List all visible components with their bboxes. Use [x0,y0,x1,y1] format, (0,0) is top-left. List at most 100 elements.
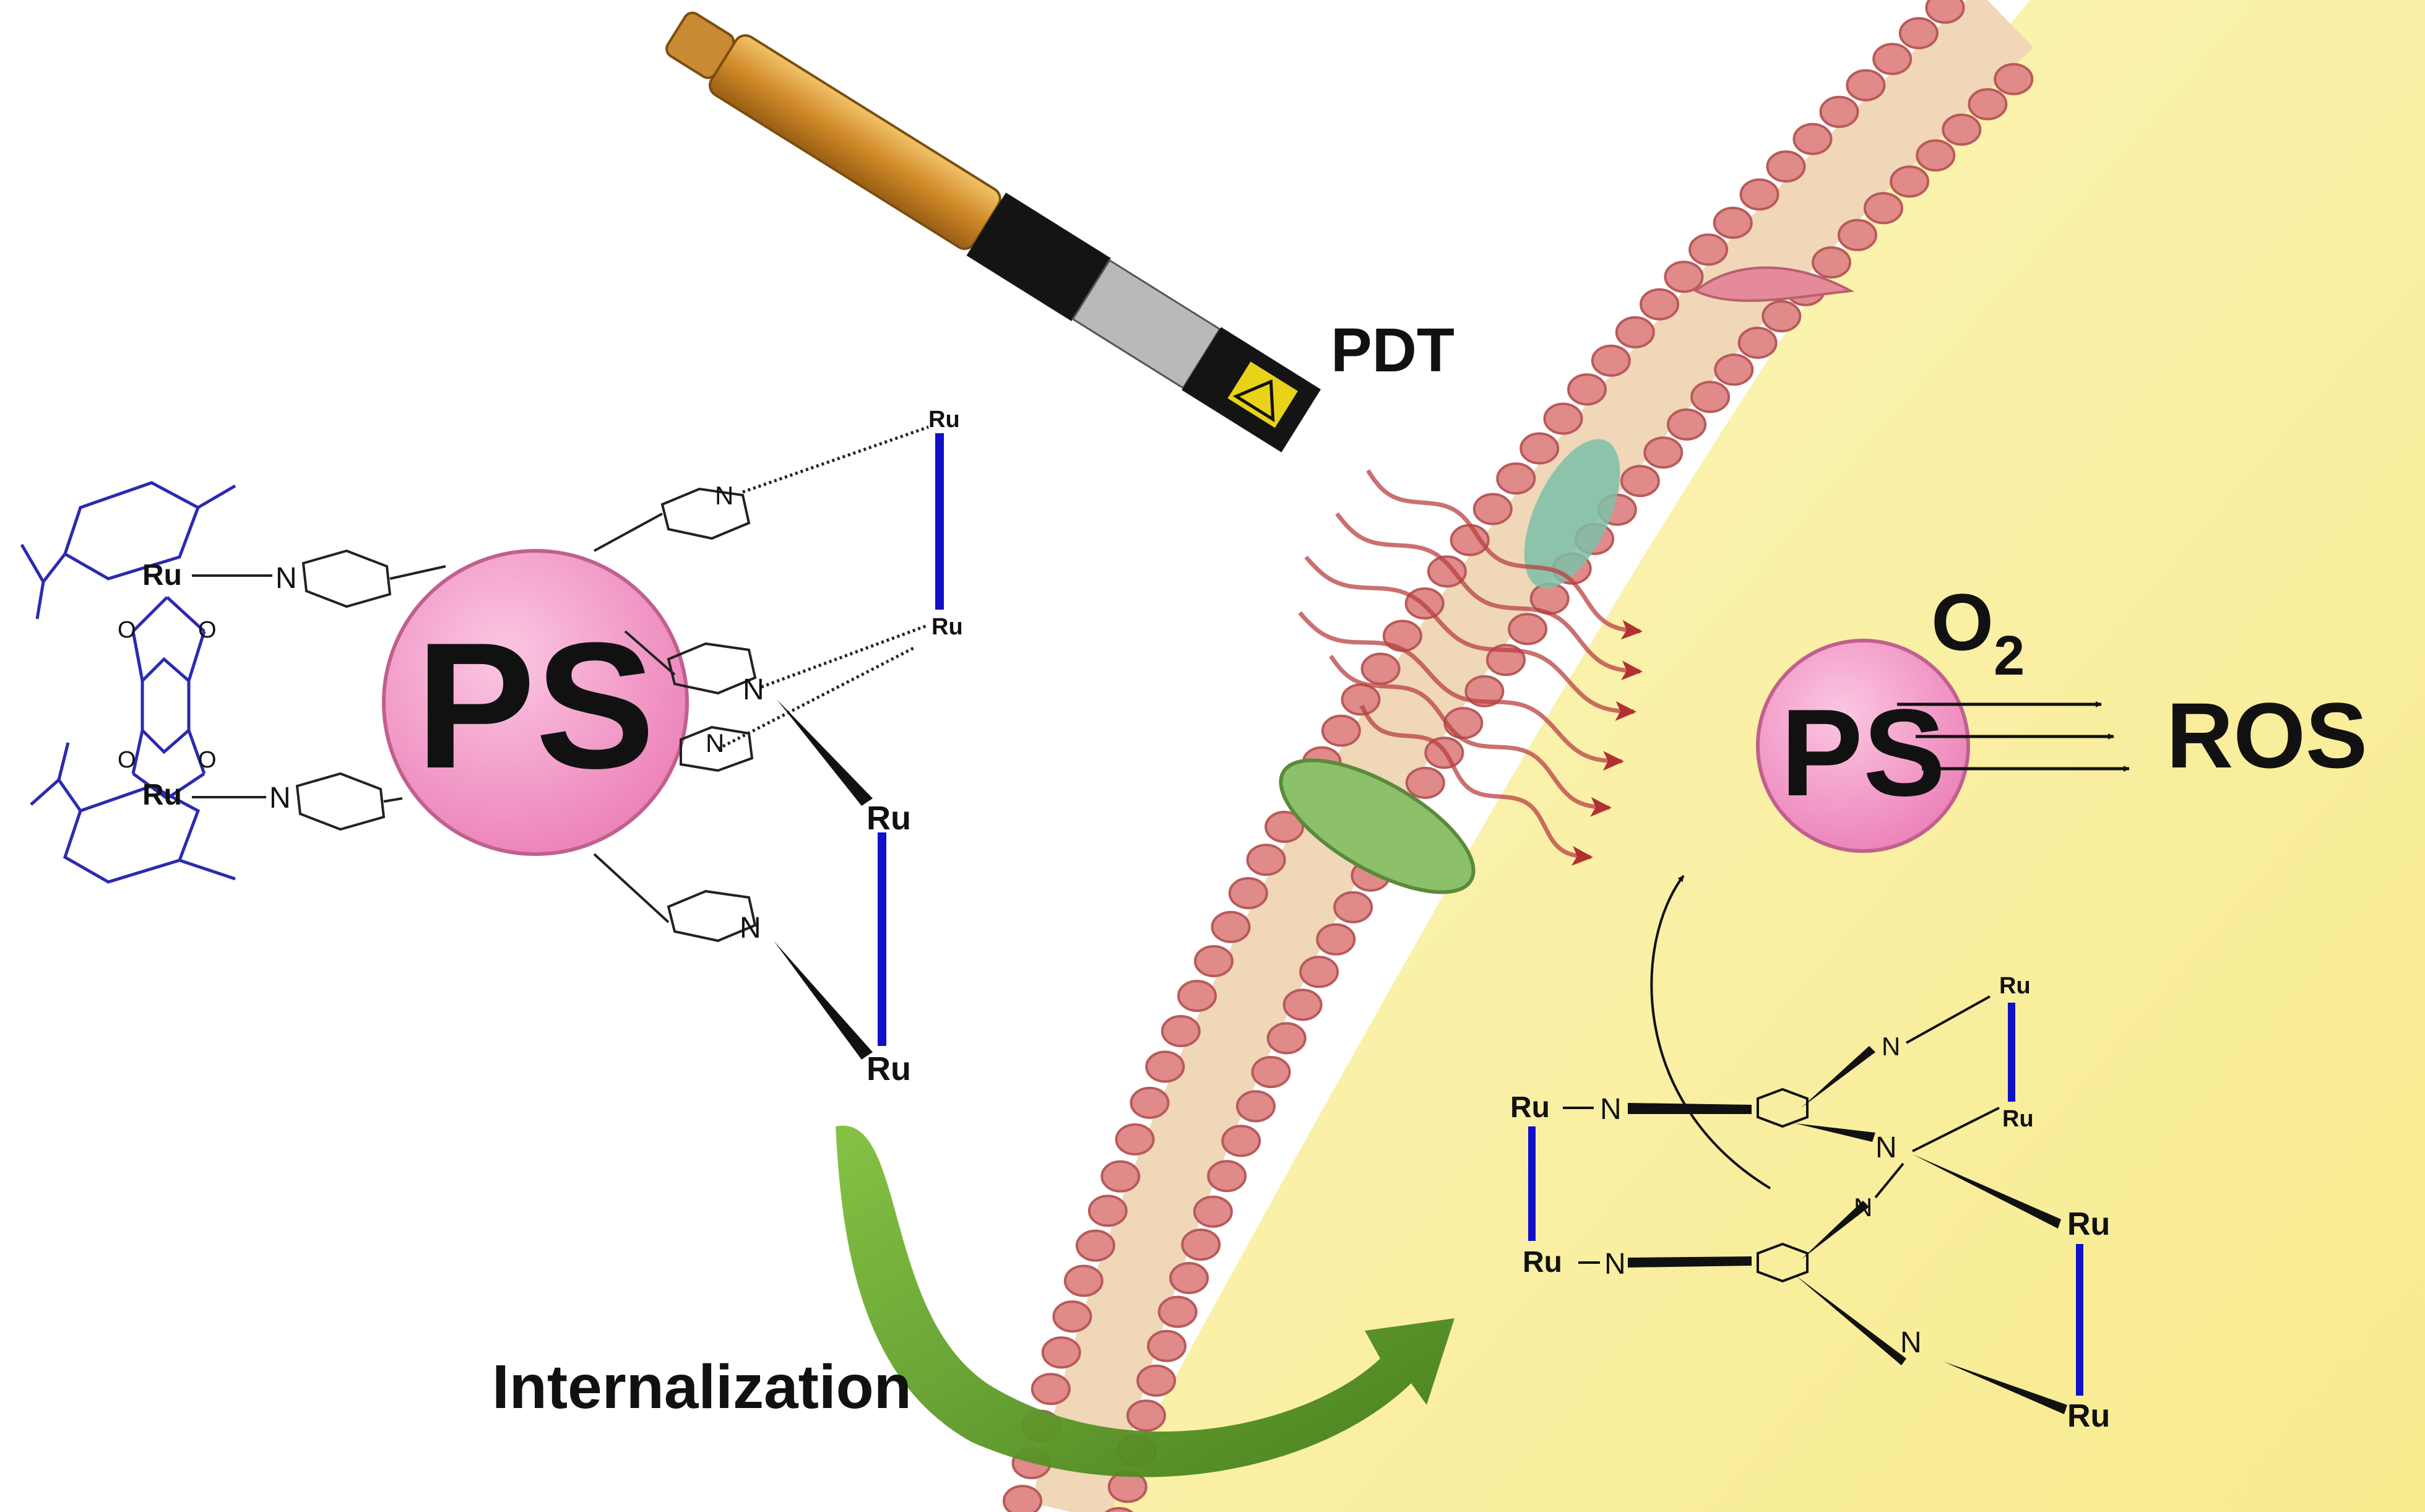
release-arrow [1650,875,1771,1190]
lipid-head [1100,1160,1141,1193]
lipid-head [1266,1022,1307,1055]
lipid-head [1519,432,1560,465]
ps-sphere-large [382,549,689,856]
lipid-head [1193,1195,1233,1228]
lipid-head [1690,381,1731,413]
lipid-head [1041,1336,1081,1369]
lipid-head [1615,316,1655,348]
lipid-head [1251,1056,1291,1089]
n-atom: N [743,673,764,706]
lipid-head [1115,1123,1155,1156]
ps-large-label: PS [416,605,655,806]
light-wave [1304,555,1636,721]
internalization-arrow [836,1125,1455,1477]
lipid-head [1136,1364,1177,1397]
lipid-head [1496,462,1536,495]
lipid-head [1211,910,1251,943]
n-atom: N [706,728,724,758]
ru-labels-left: Ru Ru Ru Ru [867,407,963,1087]
lipid-head [1464,675,1505,707]
lipid-head [1316,923,1356,956]
lipid-head [1713,207,1753,239]
lipid-head [1104,1506,1134,1512]
lipid-head [1643,436,1684,469]
lipid-head [1207,1160,1247,1193]
lipid-head [1898,17,1939,50]
ru-atom: Ru [1510,1091,1550,1124]
light-wave [1298,611,1624,771]
ps-sphere-small [1756,639,1970,853]
lipid-head [1341,683,1381,716]
n-atom: N [715,481,733,510]
internalization-label: Internalization [492,1352,912,1422]
n-atom: N [1604,1248,1626,1281]
lipid-head [1321,714,1361,747]
pyridyl-n-atoms: N N N N N N [269,481,764,944]
light-wave [1335,512,1643,681]
membrane-protein-green [1279,758,1476,894]
laser-pointer [665,11,1321,452]
lipid-head [1640,288,1680,321]
lipid-head [1427,555,1467,588]
lipid-head [1620,465,1660,498]
lipid-head [1161,1015,1201,1047]
ru-atom: Ru [867,1050,911,1087]
light-wave [1366,469,1643,640]
lipid-head [1157,1295,1198,1328]
lipid-head [1792,123,1833,155]
lipid-head [1739,178,1779,211]
ru-atom: Ru [2067,1398,2110,1434]
lipid-head [1916,139,1956,172]
lipid-head [1942,113,1982,146]
lipid-head [1688,233,1729,266]
n-atom: N [1882,1032,1900,1061]
lipid-head [1664,261,1704,293]
lipid-head [1405,766,1445,799]
lipid-head [1567,373,1607,406]
ru-atom: Ru [2067,1206,2110,1242]
right-complex-atoms: Ru Ru Ru Ru Ru Ru N N N N N N [1510,973,2110,1434]
lipid-head [1812,246,1851,279]
lipid-head [1472,493,1513,525]
lipid-head [1264,811,1305,843]
lipid-head [1846,69,1886,102]
o2-label: O2 [1931,577,2025,687]
o-atom: O [118,617,136,643]
n-atom: N [269,782,291,814]
lipid-head [1147,1329,1187,1362]
lipid-head [1299,956,1339,988]
n-atom: N [1875,1131,1897,1164]
membrane-protein-teal [1524,439,1620,589]
lipid-head [1126,1399,1166,1432]
ru-atom: Ru [1999,973,2031,999]
lipid-head [1994,63,2034,95]
o2-main: O [1931,577,1994,667]
lipid-head [1864,192,1903,225]
lipid-head [1087,1194,1128,1227]
ros-label: ROS [2166,683,2367,787]
lipid-head [1360,652,1401,685]
n-atom: N [1854,1193,1872,1222]
lipid-head [1333,891,1373,923]
n-atom: N [275,562,297,595]
lipid-head [1169,1262,1209,1294]
right-complex-bonds [1563,995,2067,1414]
ru-atom: Ru [1523,1246,1562,1279]
lipid-head [1228,877,1268,910]
lipid-head [1075,1229,1115,1262]
lipid-head [1766,150,1806,183]
membrane-protein-pink [1693,266,1855,302]
lipid-head [1737,326,1778,359]
ru-ru-bonds-right [1528,1003,2083,1396]
ru-atom: Ru [142,559,182,592]
o-atom: O [198,617,217,643]
lipid-head [1508,613,1548,646]
ru-atom: Ru [932,614,963,640]
lipid-head [1282,988,1323,1021]
lipid-head [1052,1300,1092,1333]
pdt-label: PDT [1331,316,1455,385]
cell-membrane [1003,0,2034,1512]
o-atom: O [118,747,136,773]
ru-coordination-bonds [717,425,929,1060]
